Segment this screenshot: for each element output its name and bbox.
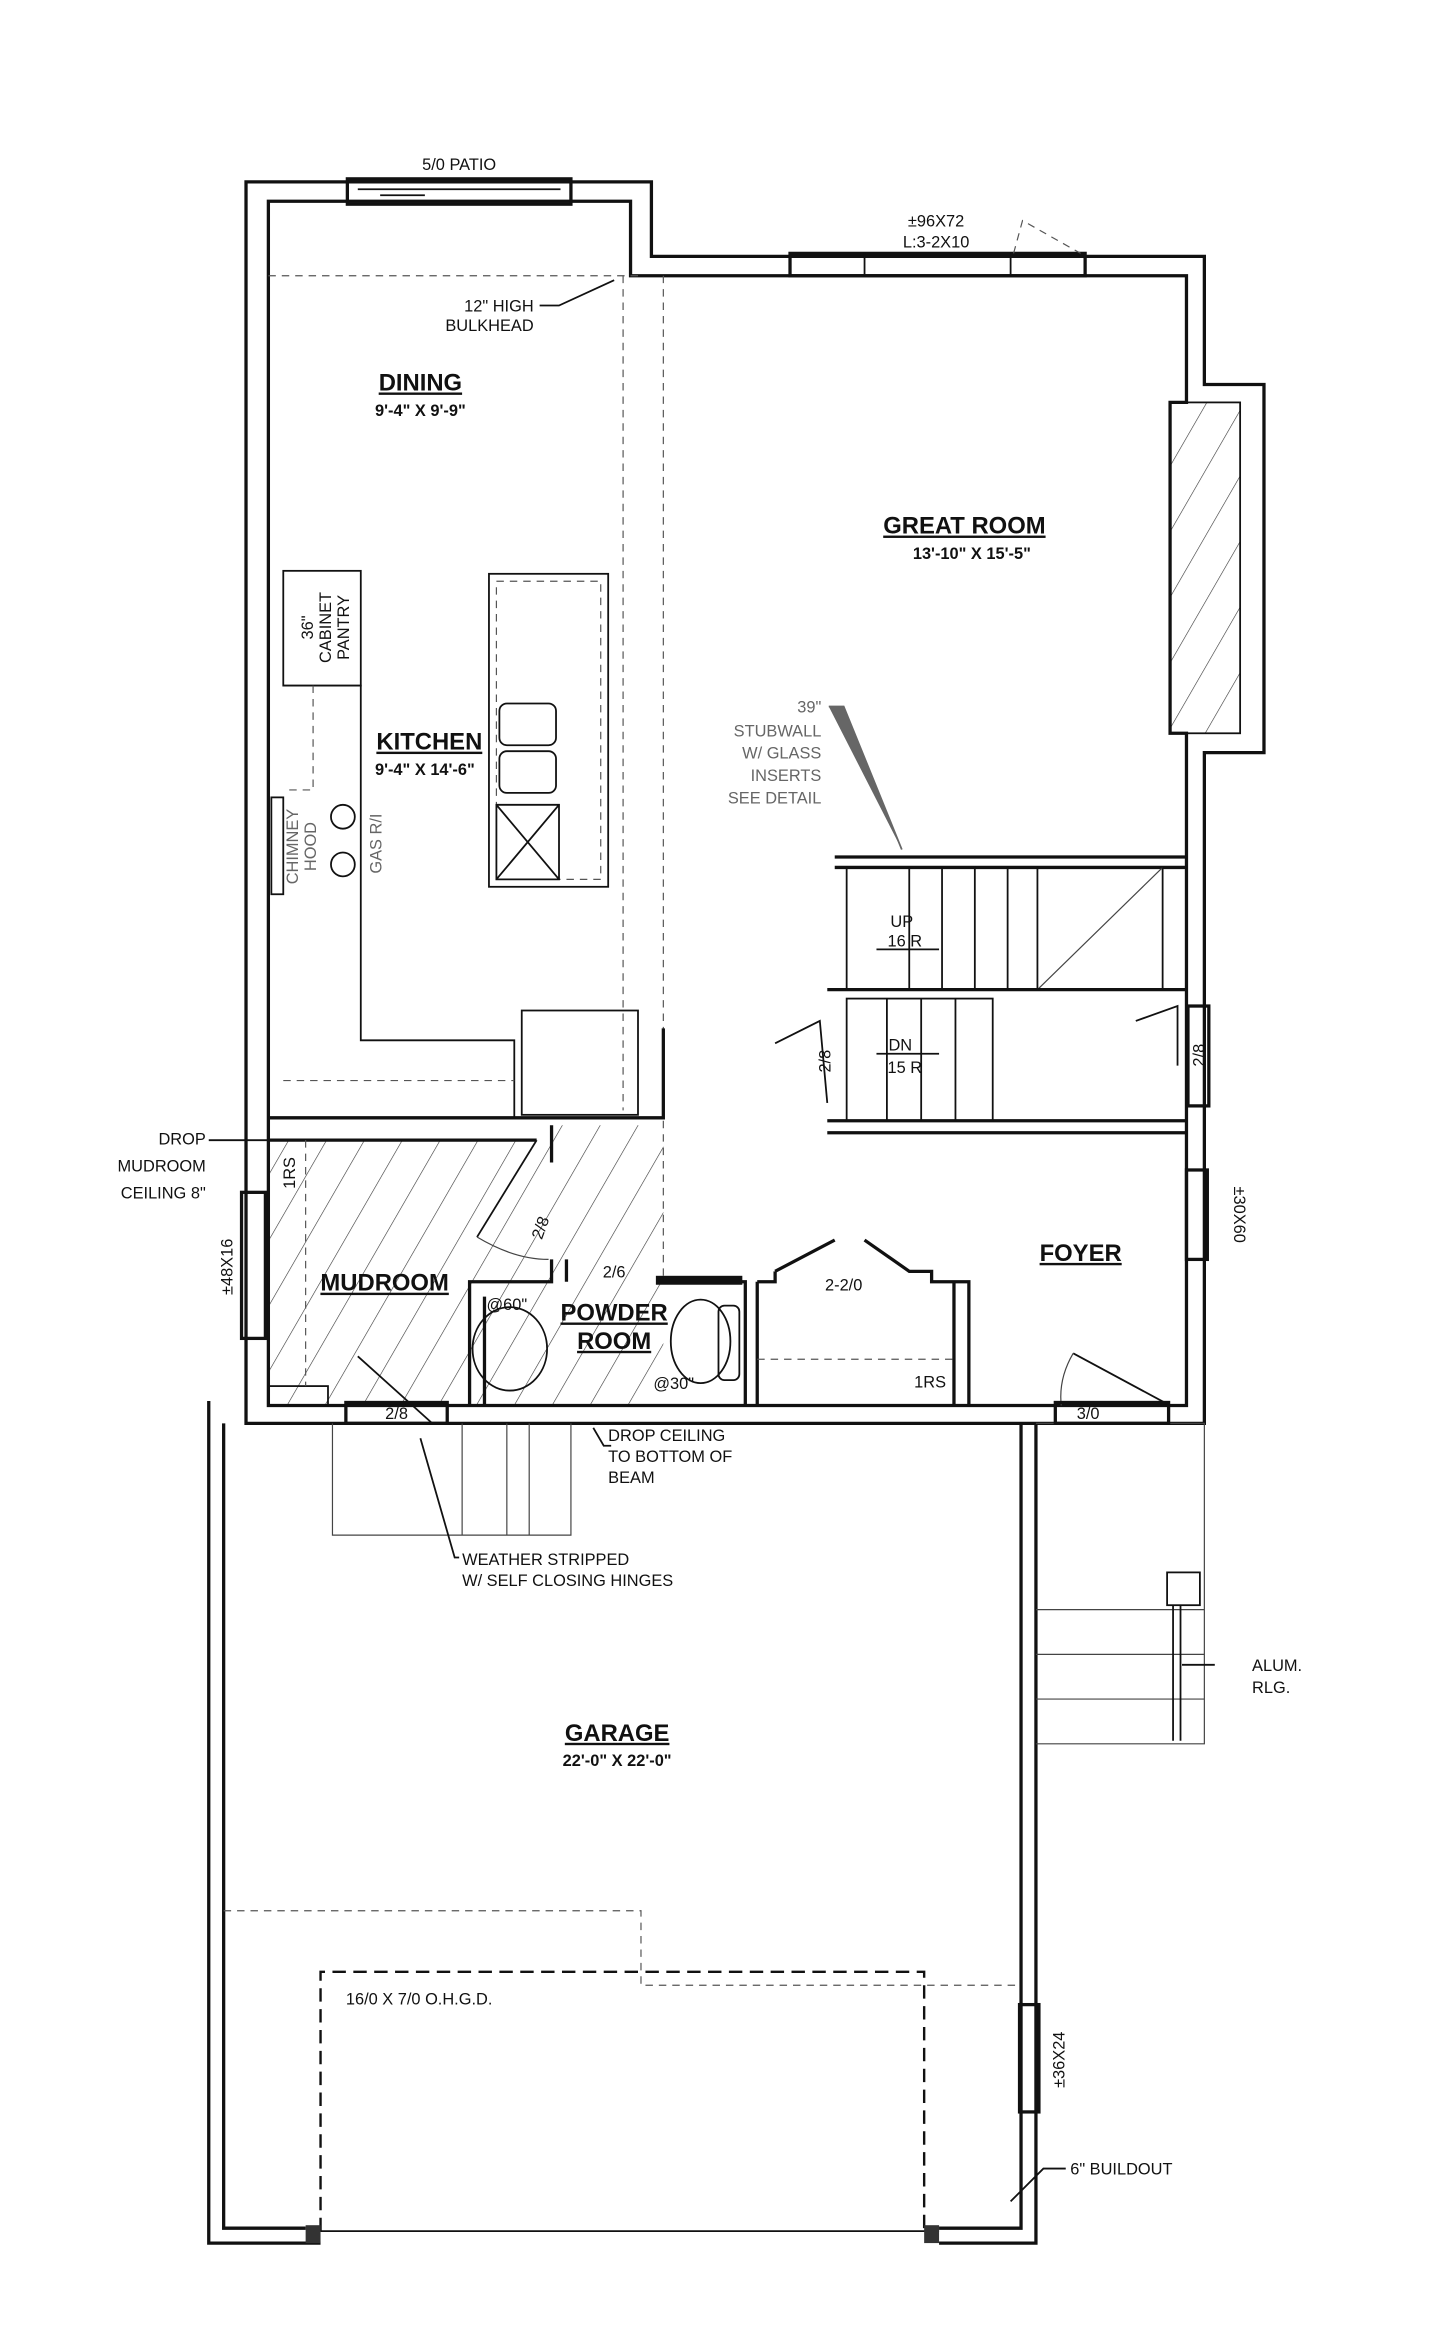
interior-walls	[267, 1028, 1171, 1425]
chimney-hood-note-2: HOOD	[302, 822, 320, 871]
garage-title: GARAGE	[565, 1720, 670, 1747]
great-room-title: GREAT ROOM	[883, 513, 1045, 540]
stairs	[774, 855, 1187, 1135]
mudroom-hatch	[268, 1125, 664, 1404]
pantry-note-3: PANTRY	[335, 595, 353, 660]
garage-door-label: 2/8	[385, 1405, 408, 1423]
stair-up-risers: 16 R	[887, 932, 922, 950]
drop-ceiling-note: DROP CEILING	[608, 1427, 725, 1445]
pantry-note-2: CABINET	[317, 592, 335, 663]
powder-door-label: 2/6	[603, 1263, 626, 1281]
bulkhead-note-2: BULKHEAD	[445, 317, 533, 335]
stair-dn-risers: 15 R	[887, 1059, 922, 1077]
fireplace-hatch	[1169, 401, 1242, 735]
stubwall-note: 39"	[797, 698, 821, 716]
mudroom-title: MUDROOM	[320, 1270, 448, 1297]
alum-railing-note-2: RLG.	[1252, 1679, 1290, 1697]
gas-note: GAS R/I	[368, 814, 386, 874]
front-door-label: 3/0	[1077, 1405, 1100, 1423]
stair-door-left-label: 2/8	[816, 1050, 834, 1073]
garage-window	[1017, 2002, 1041, 2114]
buildout-note: 6" BUILDOUT	[1070, 2161, 1172, 2179]
bulkhead-note: 12" HIGH	[464, 297, 534, 315]
chimney-hood-note: CHIMNEY	[284, 809, 302, 885]
stubwall-note-3: W/ GLASS	[742, 745, 821, 763]
mudroom-rs-note: 1RS	[281, 1157, 299, 1189]
stubwall-note-4: INSERTS	[751, 767, 822, 785]
garage-size: 22'-0" X 22'-0"	[563, 1752, 672, 1770]
stair-door-right-label: 2/8	[1190, 1044, 1208, 1067]
drop-ceiling-note-2: TO BOTTOM OF	[608, 1448, 732, 1466]
drop-mudroom-note-3: CEILING 8"	[121, 1184, 206, 1202]
stubwall-note-2: STUBWALL	[734, 722, 822, 740]
garage-steps	[331, 1423, 1205, 1741]
powder-room-fixtures	[471, 1298, 741, 1392]
dining-size: 9'-4" X 9'-9"	[375, 402, 466, 420]
alum-railing-note: ALUM.	[1252, 1657, 1302, 1675]
great-room-window	[788, 219, 1087, 278]
garage-door	[223, 1910, 1022, 2244]
drop-mudroom-note: DROP	[158, 1131, 205, 1149]
window-size-label: ±96X72	[908, 213, 964, 231]
powder-room-title: POWDER	[561, 1300, 668, 1327]
patio-door-label: 5/0 PATIO	[422, 156, 496, 174]
exterior-walls	[244, 180, 1266, 1425]
weather-strip-note-2: W/ SELF CLOSING HINGES	[462, 1572, 673, 1590]
pantry-note: 36"	[299, 615, 317, 639]
foyer-window-label: ±30X60	[1230, 1187, 1248, 1243]
drop-ceiling-note-3: BEAM	[608, 1469, 654, 1487]
drop-mudroom-note-2: MUDROOM	[118, 1157, 206, 1175]
foyer-window	[1184, 1168, 1209, 1262]
patio-door	[345, 177, 573, 206]
stair-dn-label: DN	[888, 1037, 912, 1055]
kitchen-title: KITCHEN	[376, 729, 482, 756]
wc-height-note: @30"	[653, 1375, 694, 1393]
kitchen-size: 9'-4" X 14'-6"	[375, 761, 475, 779]
door-openings	[344, 1004, 1211, 1425]
dining-title: DINING	[379, 369, 462, 396]
stair-up-label: UP	[890, 913, 913, 931]
foyer-title: FOYER	[1040, 1240, 1122, 1267]
weather-strip-note: WEATHER STRIPPED	[462, 1551, 629, 1569]
overhead-door-label: 16/0 X 7/0 O.H.G.D.	[346, 1991, 493, 2009]
garage-window-label: ±36X24	[1050, 2032, 1068, 2088]
sink-height-note: @60"	[487, 1296, 528, 1314]
closet-rs-note: 1RS	[914, 1374, 946, 1392]
stubwall-note-5: SEE DETAIL	[728, 789, 821, 807]
kitchen-cabinets	[270, 569, 639, 1118]
garage-walls	[207, 1400, 1205, 2245]
window-lintel-label: L:3-2X10	[903, 233, 969, 251]
closet-door-label: 2-2/0	[825, 1277, 862, 1295]
powder-room-title-2: ROOM	[577, 1328, 651, 1355]
leader-lines	[208, 279, 1215, 2202]
great-room-size: 13'-10" X 15'-5"	[913, 545, 1031, 563]
mudroom-window-label: ±48X16	[219, 1239, 237, 1295]
mudroom-window	[239, 1190, 268, 1341]
